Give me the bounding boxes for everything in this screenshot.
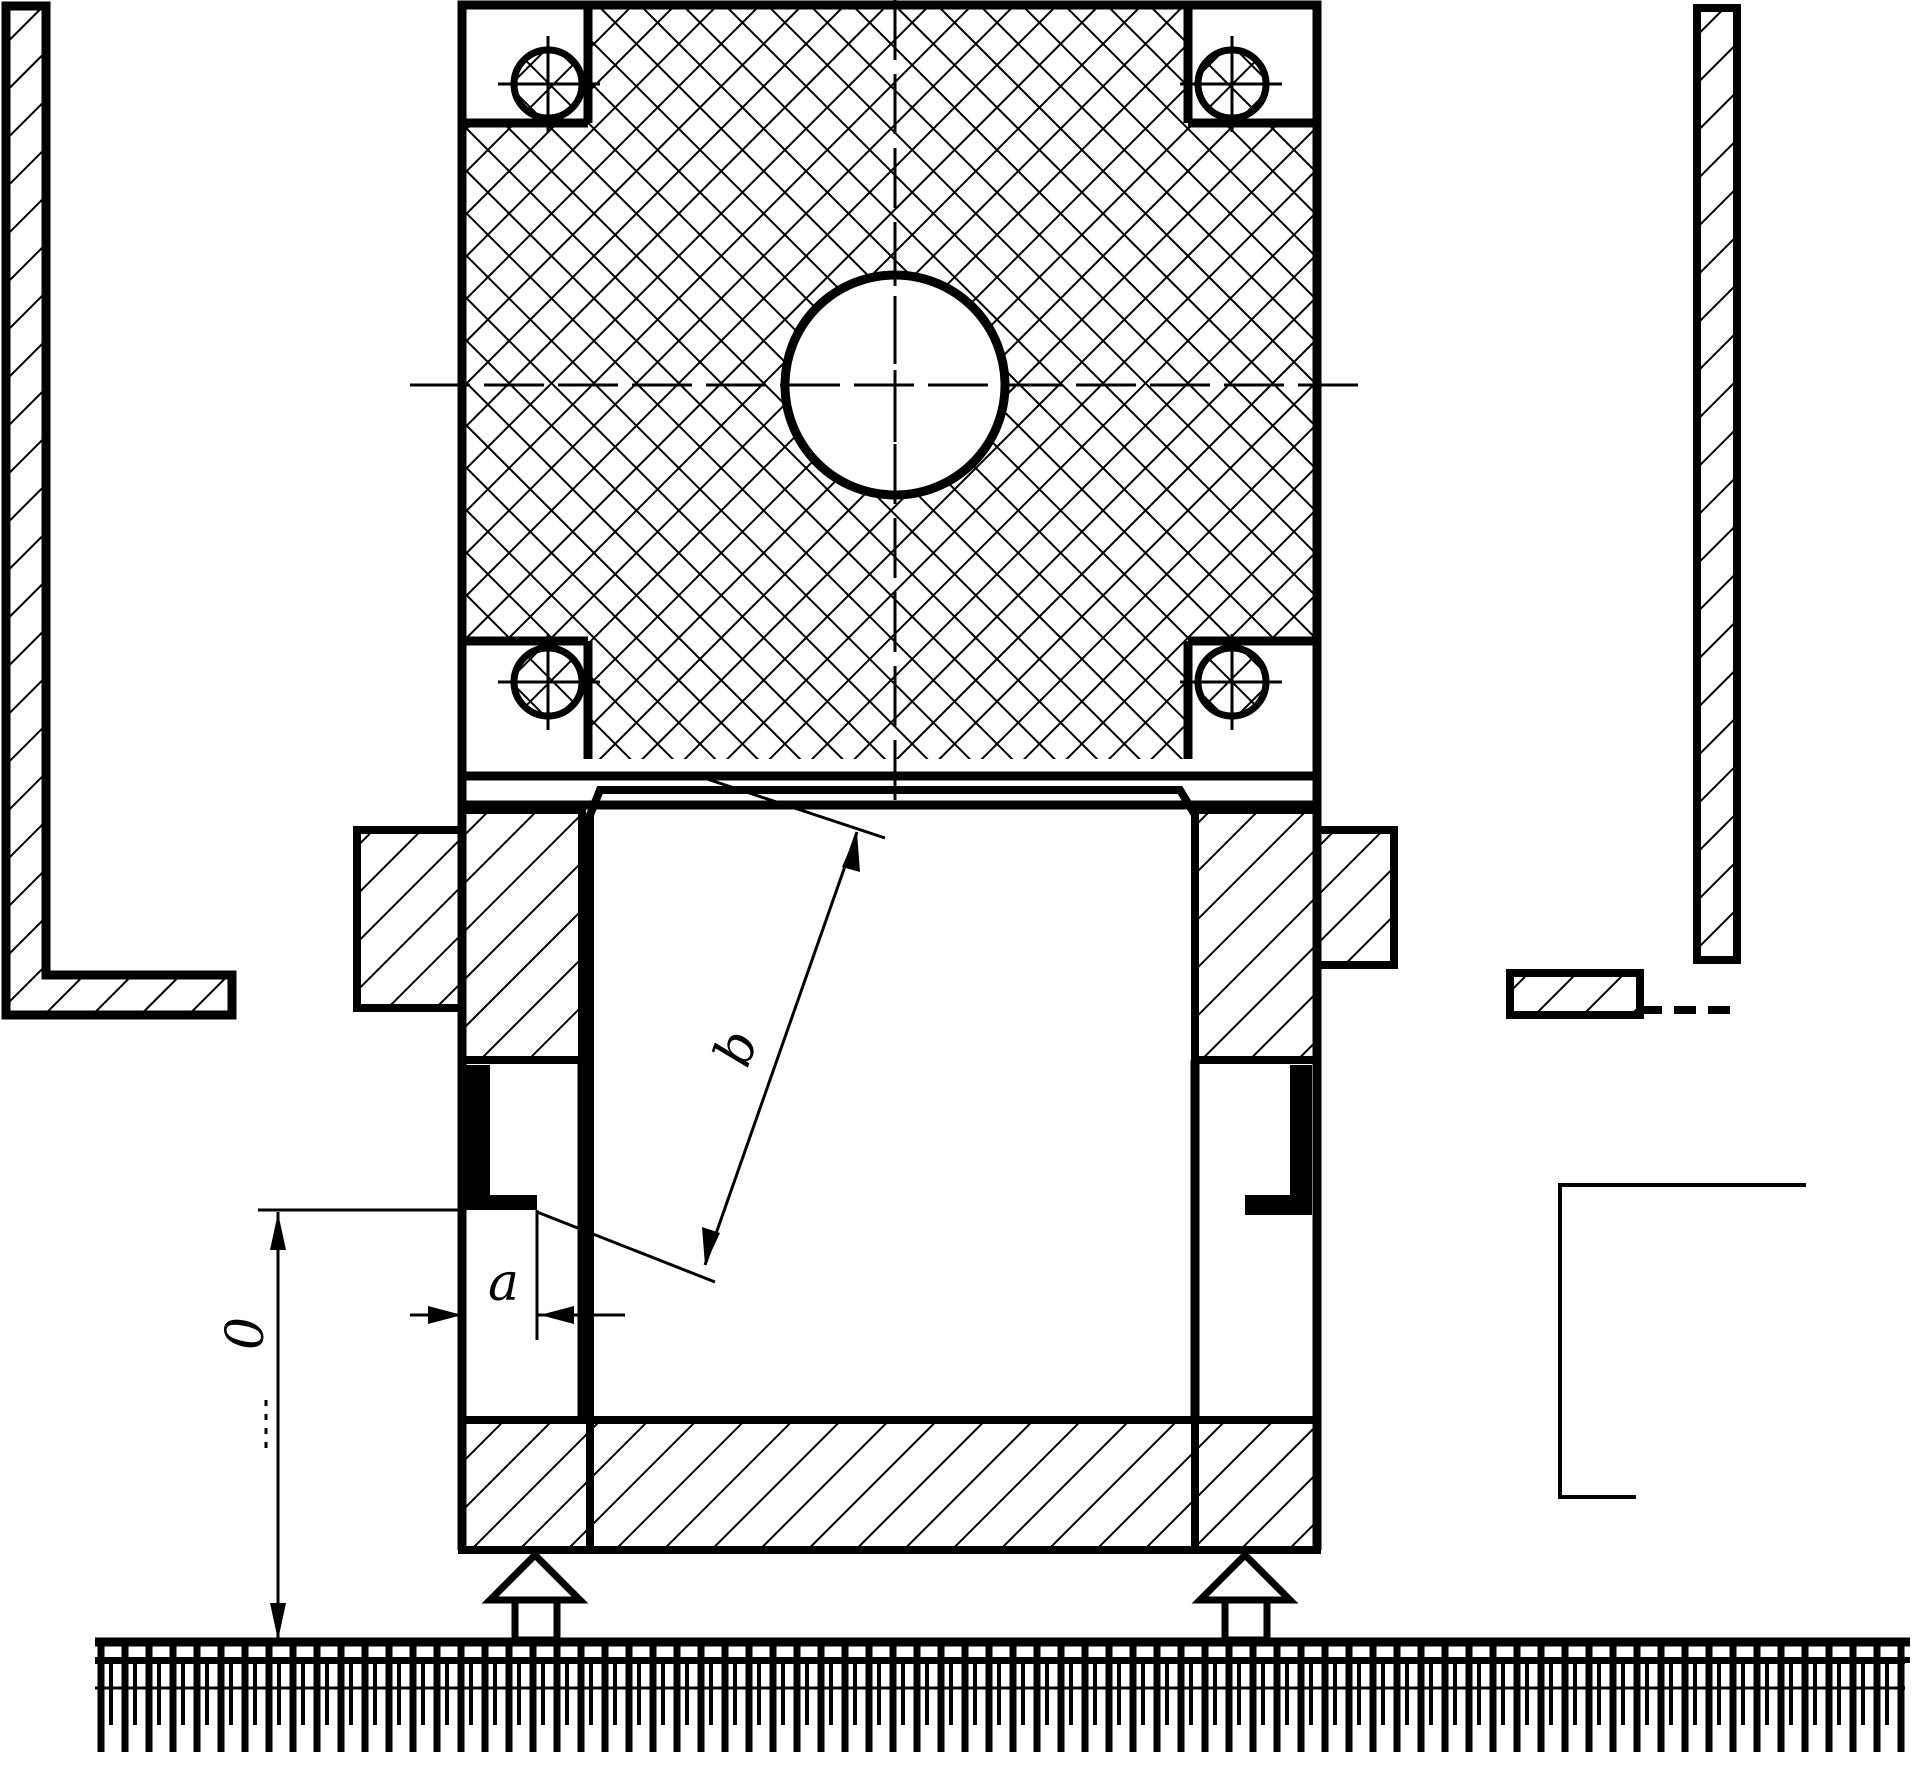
bolt-top-left	[498, 36, 600, 132]
bolt-bottom-left	[498, 634, 600, 730]
bolt-top-right	[1180, 36, 1282, 132]
dimension-a-label: a	[488, 1253, 519, 1313]
right-bracket-outline	[1558, 1183, 1806, 1499]
dimension-height: 0	[216, 1208, 465, 1640]
support-foot-right	[1191, 1550, 1299, 1644]
dimension-b-label: b	[703, 1022, 771, 1074]
bolt-bottom-right	[1180, 634, 1282, 730]
dimension-height-label: 0	[216, 1317, 276, 1350]
dimension-a: a	[410, 1210, 625, 1340]
lower-frame	[353, 786, 1398, 1554]
left-wall	[1, 1, 237, 1020]
ground-base	[95, 1637, 1910, 1752]
right-wall	[1506, 4, 1741, 1019]
support-foot-left	[481, 1550, 589, 1644]
